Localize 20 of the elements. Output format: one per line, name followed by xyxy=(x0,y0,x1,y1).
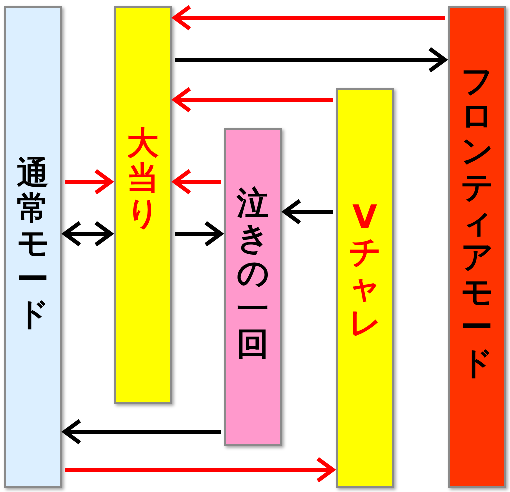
arrow xyxy=(283,199,333,225)
arrow xyxy=(173,169,221,195)
arrow xyxy=(173,87,333,113)
mode-box xyxy=(224,128,282,446)
mode-label: フロンティアモード xyxy=(461,64,493,381)
mode-label: Vチャレ xyxy=(349,200,381,341)
arrow xyxy=(175,221,223,247)
arrow xyxy=(173,5,445,31)
arrow xyxy=(175,47,447,73)
mode-box xyxy=(4,6,62,488)
mode-box xyxy=(448,6,506,488)
mode-label: 大当り xyxy=(127,126,159,232)
arrow xyxy=(63,419,221,445)
mode-box xyxy=(114,6,172,404)
mode-label: 通常モード xyxy=(17,156,49,332)
mode-box xyxy=(336,88,394,488)
mode-label: 泣きの一回 xyxy=(237,186,269,362)
arrow xyxy=(63,221,113,247)
arrow xyxy=(65,457,335,483)
arrow xyxy=(65,169,113,195)
